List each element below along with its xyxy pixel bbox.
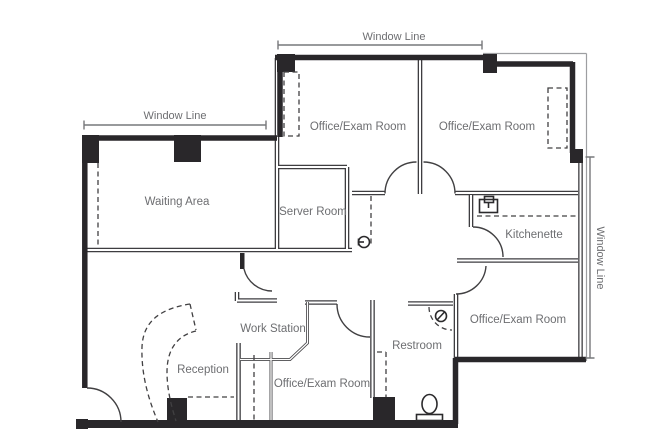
door-arc-restroom xyxy=(428,306,453,331)
column xyxy=(277,54,295,72)
toilet-icon xyxy=(415,393,444,422)
window-line-label-right: Window Line xyxy=(594,227,606,290)
room-label-kitchenette: Kitchenette xyxy=(505,229,563,241)
reception-desk-inner xyxy=(166,330,197,422)
door-arc-kitchenette xyxy=(472,226,504,258)
door-arc-office-top-left xyxy=(384,161,417,194)
floor-symbol-icon xyxy=(434,309,448,323)
door-leaf xyxy=(240,253,245,269)
window-line-right xyxy=(585,156,595,359)
column xyxy=(167,398,187,423)
interior-walls xyxy=(84,58,583,423)
dimension-lines xyxy=(83,40,595,359)
labels: Window Line Window Line Window Line Wait… xyxy=(144,31,606,390)
furniture-outline xyxy=(283,71,300,137)
window-line-top-right xyxy=(277,40,483,50)
reception-desk-outer xyxy=(141,303,191,423)
window-line-top-left xyxy=(83,120,267,130)
room-label-server-room: Server Room xyxy=(279,206,347,218)
window-glazing-lines xyxy=(483,52,588,361)
window-line-label-top-left: Window Line xyxy=(144,110,207,122)
room-label-office-bottom: Office/Exam Room xyxy=(274,378,370,390)
room-label-reception: Reception xyxy=(177,364,229,376)
column xyxy=(76,419,88,429)
door-swings xyxy=(86,161,504,423)
room-label-work-station: Work Station xyxy=(240,323,306,335)
door-arc-office-top-right xyxy=(423,161,456,194)
door-arc-office-bottom xyxy=(336,303,371,338)
reception-desk-cap xyxy=(189,303,197,331)
dashed-outlines xyxy=(97,71,577,423)
door-arc-hall xyxy=(243,268,273,292)
room-label-restroom: Restroom xyxy=(392,340,442,352)
column xyxy=(373,397,395,423)
column xyxy=(82,135,99,163)
column xyxy=(570,149,583,163)
door-arc-entry xyxy=(86,387,122,423)
restroom-dashed-line xyxy=(377,351,387,397)
room-label-waiting-area: Waiting Area xyxy=(145,196,210,208)
furniture-outline xyxy=(547,87,568,149)
room-label-office-right: Office/Exam Room xyxy=(470,314,566,326)
room-label-office-top-right: Office/Exam Room xyxy=(439,121,535,133)
door-arc-office-right xyxy=(455,265,487,295)
window-line-label-top-right: Window Line xyxy=(363,31,426,43)
door-closer-icon xyxy=(357,235,371,249)
room-label-office-top-left: Office/Exam Room xyxy=(310,121,406,133)
fixture-symbols xyxy=(357,195,499,422)
column xyxy=(174,135,201,162)
wall-columns xyxy=(76,54,583,429)
column xyxy=(483,54,497,73)
sink-icon xyxy=(478,195,499,214)
